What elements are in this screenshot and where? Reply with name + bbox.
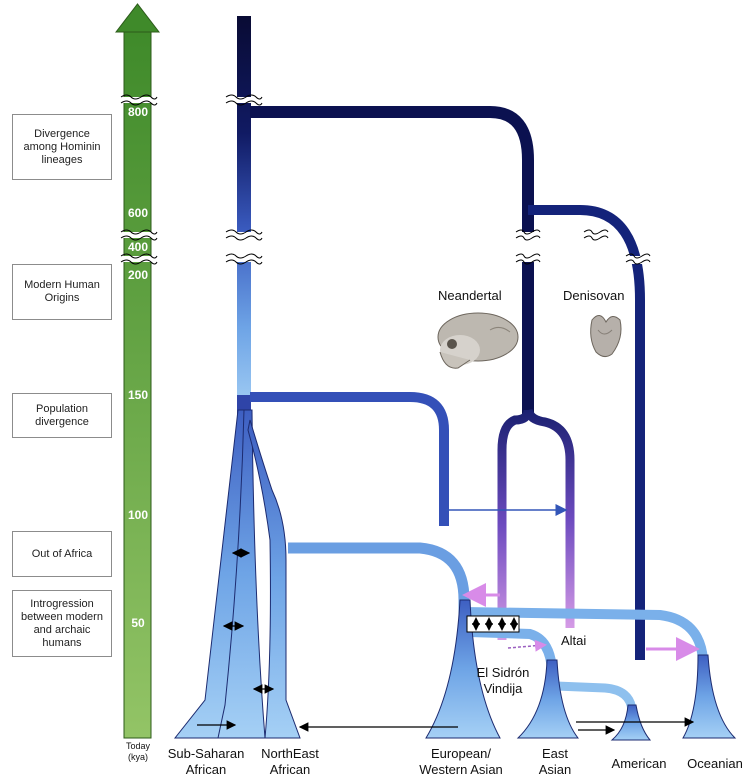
neandertal-label: Neandertal [438,288,502,303]
tick-150: 150 [127,388,149,402]
neandertal-skull-image [437,312,519,369]
today-label: Today (kya) [118,741,158,763]
phase-out-of-africa-box: Out of Africa [12,531,112,577]
timeline-arrow [114,3,161,739]
el-sidron-label: El Sidrón [476,665,530,680]
sub-saharan-label-line2: African [185,762,227,777]
east-asian-label-line1: East [541,746,568,761]
phase-out-of-africa-label: Out of Africa [31,547,93,560]
european-lineage [425,599,501,739]
altai-label: Altai [561,633,587,648]
oceanian-label: Oceanian [687,756,743,771]
phase-modern-origins-label: Modern Human Origins [24,279,100,304]
tick-400: 400 [127,240,149,254]
phase-introgression-label: Introgression between modern and archaic… [21,597,103,649]
east-asian-label: East Asian [527,746,583,778]
phase-divergence-box: Divergence among Hominin lineages [12,114,112,180]
gene-flow-arrows [197,504,700,735]
oceanian-lineage [682,654,737,739]
tick-600: 600 [127,206,149,220]
phase-population-divergence-label: Population divergence [35,402,89,428]
european-label-line1: European/ [431,746,491,761]
american-label: American [611,756,667,771]
today-label-line2: (kya) [128,752,148,762]
european-label: European/ Western Asian [406,746,516,778]
northeast-african-lineage [247,419,301,739]
northeast-african-label: NorthEast African [252,746,328,778]
northeast-label-line1: NorthEast [261,746,319,761]
lineage-break-marks [225,94,654,265]
tick-800: 800 [127,105,149,119]
denisovan-label: Denisovan [563,288,625,303]
european-label-line2: Western Asian [419,762,503,777]
east-asian-label-line2: Asian [538,762,572,777]
vindija-label: Vindija [483,681,523,696]
el-sidron-vindija-label: El Sidrón Vindija [470,665,536,697]
today-label-line1: Today [125,741,151,751]
main-lineage [237,16,708,711]
phase-divergence-label: Divergence among Hominin lineages [23,127,101,166]
phase-introgression-box: Introgression between modern and archaic… [12,590,112,657]
phase-population-divergence-box: Population divergence [12,393,112,438]
sub-saharan-label-line1: Sub-Saharan [167,746,245,761]
east-asian-lineage [516,659,580,739]
sub-saharan-label: Sub-Saharan African [164,746,248,778]
tick-100: 100 [127,508,149,522]
phase-modern-origins-box: Modern Human Origins [12,264,112,320]
northeast-label-line2: African [269,762,311,777]
tick-200: 200 [127,268,149,282]
tick-50: 50 [131,616,145,630]
denisovan-tooth-image [590,315,622,358]
